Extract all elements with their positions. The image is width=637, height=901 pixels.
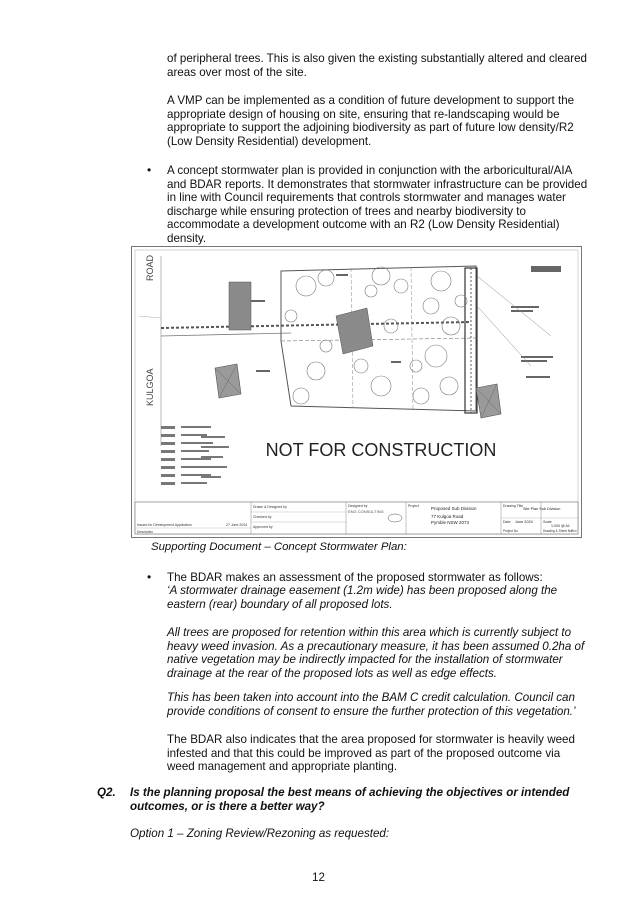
svg-text:June 2024: June 2024	[515, 520, 533, 524]
title-block: Issued for Development Application 27 Ju…	[134, 501, 579, 535]
svg-text:ENG CONSULTING: ENG CONSULTING	[348, 509, 384, 514]
svg-text:Description: Description	[137, 530, 153, 534]
bullet-dot-icon: •	[147, 570, 152, 584]
bdar-quote-1: ‘A stormwater drainage easement (1.2m wi…	[167, 584, 558, 611]
svg-text:Project No: Project No	[503, 529, 518, 533]
svg-text:Rev: Rev	[571, 529, 577, 533]
stormwater-plan-figure: ROAD KULGOA	[131, 246, 582, 538]
bdar-intro: The BDAR makes an assessment of the prop…	[167, 571, 543, 584]
page-number: 12	[312, 871, 325, 884]
svg-text:Site Plan Sub Division: Site Plan Sub Division	[523, 507, 560, 511]
vmp-paragraph: A VMP can be implemented as a condition …	[167, 94, 575, 148]
not-for-construction-watermark: NOT FOR CONSTRUCTION	[266, 440, 497, 460]
figure-caption: Supporting Document – Concept Stormwater…	[151, 541, 407, 553]
svg-text:Drawing Title: Drawing Title	[503, 504, 523, 508]
svg-text:Date: Date	[503, 520, 510, 524]
option-heading: Option 1 – Zoning Review/Rezoning as req…	[130, 827, 390, 840]
question-number: Q2.	[97, 786, 116, 799]
svg-text:Designed by: Designed by	[348, 504, 368, 508]
bullet-dot-icon: •	[147, 163, 152, 177]
svg-text:Approved by: Approved by	[253, 525, 273, 529]
svg-text:77 Kulgoa Road: 77 Kulgoa Road	[431, 514, 464, 519]
svg-text:Project: Project	[408, 504, 419, 508]
stormwater-bullet-paragraph: A concept stormwater plan is provided in…	[167, 164, 588, 245]
svg-text:27 June 2024: 27 June 2024	[226, 523, 247, 527]
road-label-bottom: KULGOA	[145, 368, 155, 406]
continued-paragraph: of peripheral trees. This is also given …	[167, 52, 587, 79]
svg-text:Proposed Sub Division: Proposed Sub Division	[431, 506, 477, 511]
consultant-logo-icon	[387, 513, 403, 523]
svg-text:Checked by: Checked by	[253, 515, 272, 519]
svg-text:Scale: Scale	[543, 520, 552, 524]
road-label-top: ROAD	[145, 254, 155, 281]
svg-text:Issued for Development Applica: Issued for Development Application	[137, 523, 192, 527]
svg-text:1:200 @ A1: 1:200 @ A1	[551, 524, 570, 528]
svg-text:Pymble NSW 2073: Pymble NSW 2073	[431, 520, 470, 525]
question-text: Is the planning proposal the best means …	[130, 786, 570, 813]
svg-text:Drawing & Sheet No: Drawing & Sheet No	[543, 529, 572, 533]
bdar-quote-2: All trees are proposed for retention wit…	[167, 626, 585, 680]
bdar-weed-paragraph: The BDAR also indicates that the area pr…	[167, 733, 575, 774]
svg-text:Drawn & Designed by: Drawn & Designed by	[253, 505, 287, 509]
bdar-quote-3: This has been taken into account into th…	[167, 691, 576, 718]
